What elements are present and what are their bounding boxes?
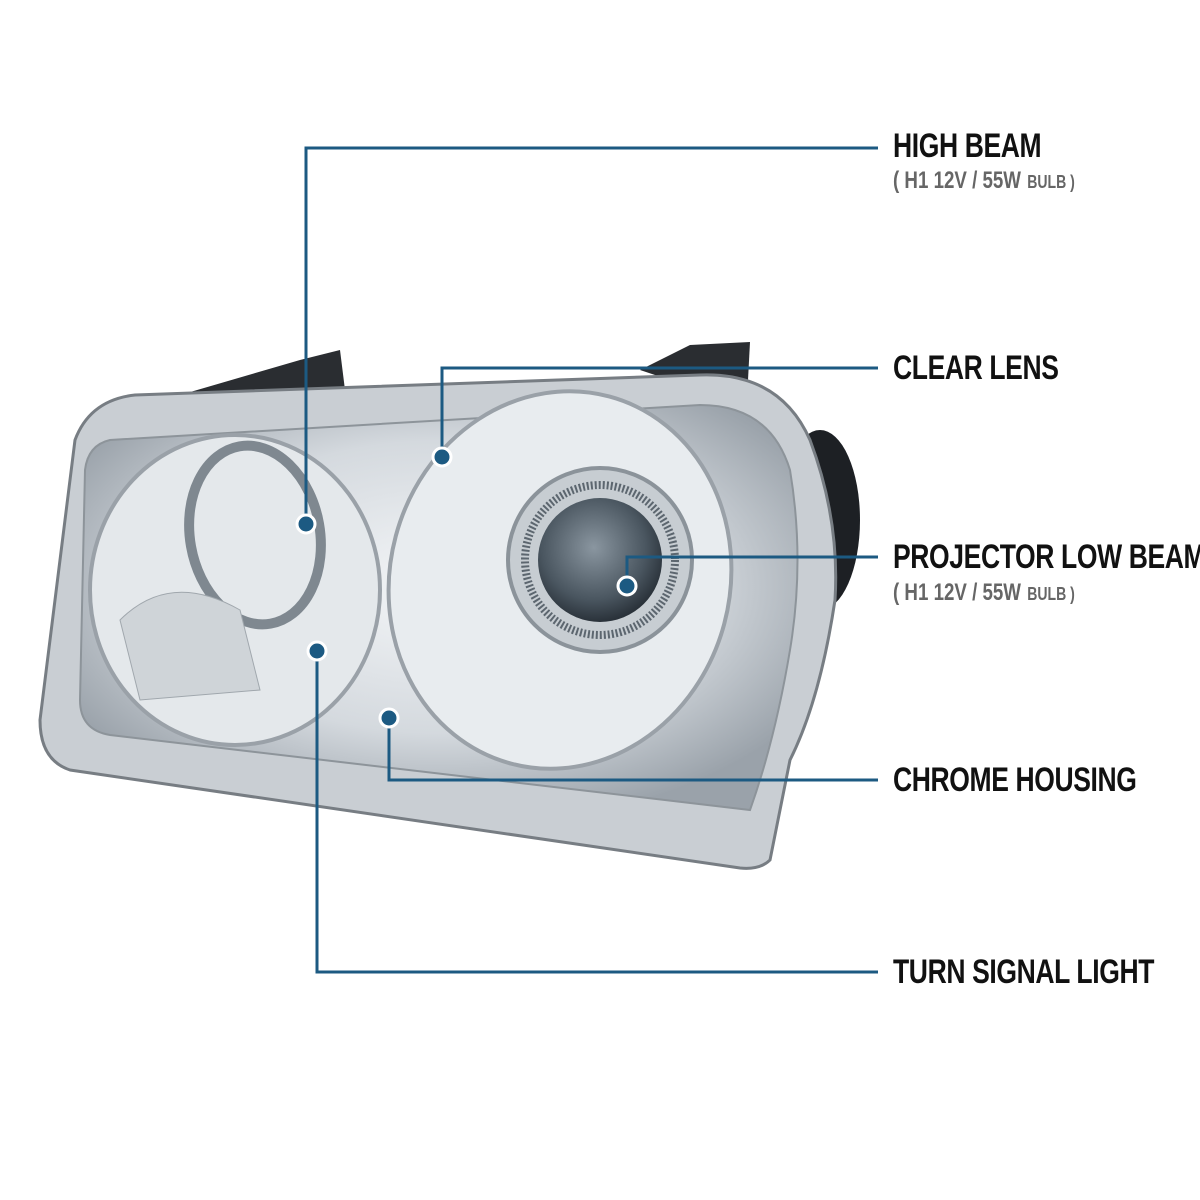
spec-suffix: BULB ) — [1027, 584, 1075, 604]
label-chrome-housing: CHROME HOUSING — [893, 761, 1137, 799]
projector-lens — [538, 498, 662, 622]
label-projector-low-beam: PROJECTOR LOW BEAM — [893, 538, 1200, 576]
mount-bracket-left — [180, 350, 345, 400]
spec-text: ( H1 12V / 55W — [893, 167, 1021, 194]
callout-dot-high-beam — [295, 513, 317, 535]
spec-projector-low-beam: ( H1 12V / 55W BULB ) — [893, 580, 1075, 607]
label-high-beam: HIGH BEAM — [893, 127, 1042, 165]
callout-dot-clear-lens — [431, 446, 453, 468]
spec-text: ( H1 12V / 55W — [893, 579, 1021, 606]
callout-line-high-beam — [304, 146, 878, 524]
spec-suffix: BULB ) — [1027, 172, 1075, 192]
callout-dots — [295, 446, 638, 729]
callout-dot-turn-signal — [306, 640, 328, 662]
callout-line-clear-lens — [440, 366, 878, 457]
high-beam-reflector — [88, 433, 382, 747]
callout-line-turn-signal — [315, 651, 878, 974]
callout-dot-chrome-housing — [378, 707, 400, 729]
callout-dot-projector — [616, 575, 638, 597]
callout-lines — [304, 146, 878, 974]
callout-line-chrome-housing — [387, 718, 878, 782]
label-clear-lens: CLEAR LENS — [893, 349, 1059, 387]
spec-high-beam: ( H1 12V / 55W BULB ) — [893, 168, 1075, 195]
label-turn-signal-light: TURN SIGNAL LIGHT — [893, 953, 1155, 991]
